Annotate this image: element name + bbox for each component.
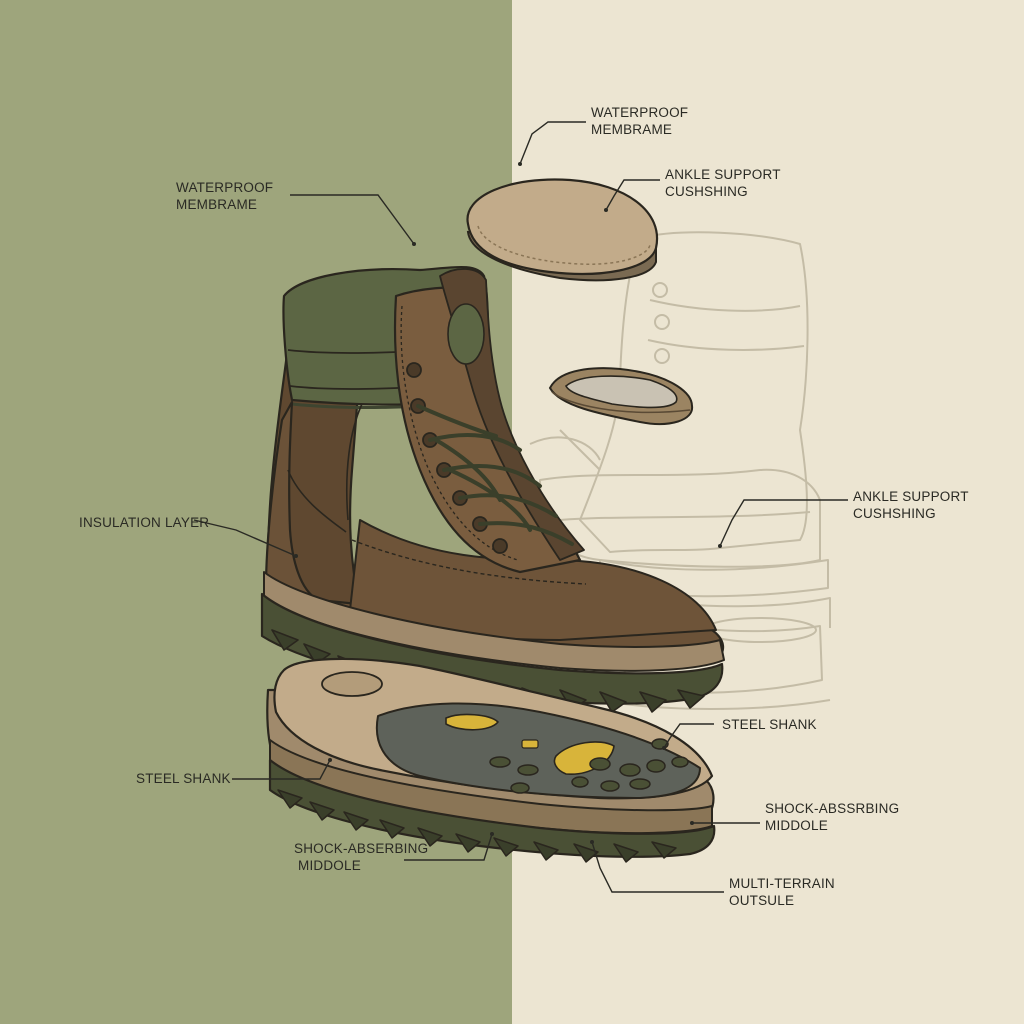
label-ankle-support-right: ANKLE SUPPORT CUSHSHING — [853, 489, 972, 521]
leader-dots — [294, 162, 722, 844]
label-shock-absorbing-right: SHOCK-ABSSRBING MIDDOLE — [765, 801, 903, 833]
label-outsole: MULTI-TERRAIN OUTSULE — [729, 876, 839, 908]
exploded-sole-unit — [266, 657, 716, 863]
label-waterproof-membrane-right: WATERPROOF MEMBRAME — [591, 105, 692, 137]
label-shock-absorbing-left: SHOCK-ABSERBING MIDDOLE — [294, 841, 432, 873]
collar-ring — [548, 367, 694, 426]
label-insulation-layer: INSULATION LAYER — [79, 515, 209, 530]
right-background — [512, 0, 1024, 1024]
label-steel-shank-left: STEEL SHANK — [136, 771, 231, 786]
left-background — [0, 0, 512, 1024]
main-boot — [260, 265, 725, 713]
leader-lines — [193, 121, 848, 893]
callout-labels: WATERPROOF MEMBRAME ANKLE SUPPORT CUSHSH… — [79, 105, 972, 908]
label-ankle-support-top: ANKLE SUPPORT CUSHSHING — [665, 167, 784, 199]
label-steel-shank-right: STEEL SHANK — [722, 717, 817, 732]
label-waterproof-membrane-left: WATERPROOF MEMBRAME — [176, 180, 277, 212]
